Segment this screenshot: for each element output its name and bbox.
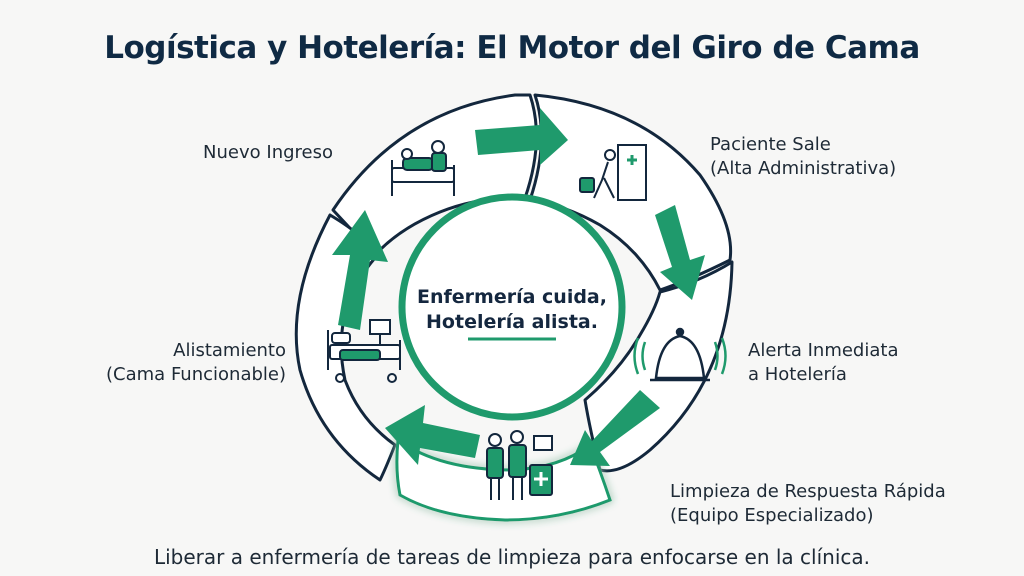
step-label-line: (Equipo Especializado) (670, 505, 874, 526)
step-label-line: a Hotelería (748, 364, 847, 385)
patient-bed-nurse-icon (391, 140, 455, 196)
alert-bell-icon (633, 327, 727, 382)
step-label-patient-leaves: Paciente Sale (Alta Administrativa) (710, 133, 970, 181)
flow-arrows (332, 108, 705, 466)
step-label-line: (Alta Administrativa) (710, 158, 897, 179)
center-message: Enfermería cuida, Hotelería alista. (380, 285, 644, 335)
step-label-line: Alistamiento (173, 340, 286, 361)
ring-segment-left (294, 213, 397, 482)
arrow-top (475, 108, 568, 165)
center-line-1: Enfermería cuida, (417, 286, 607, 308)
step-label-line: (Cama Funcionable) (106, 364, 286, 385)
inner-circle (398, 193, 626, 421)
arrow-bottom-right (570, 390, 660, 466)
step-label-line: Nuevo Ingreso (203, 142, 333, 163)
step-label-line: Limpieza de Respuesta Rápida (670, 481, 946, 502)
functional-bed-icon (327, 319, 401, 383)
footer-caption: Liberar a enfermería de tareas de limpie… (153, 545, 870, 569)
step-label-line: Paciente Sale (710, 134, 831, 155)
step-label-bed-ready: Alistamiento (Cama Funcionable) (80, 339, 286, 387)
step-label-alert: Alerta Inmediata a Hotelería (748, 339, 978, 387)
patient-exit-door-icon (579, 144, 647, 201)
page-title: Logística y Hotelería: El Motor del Giro… (104, 30, 920, 66)
arrow-left (332, 210, 388, 330)
cleaning-team-icon (486, 430, 553, 500)
step-label-cleaning: Limpieza de Respuesta Rápida (Equipo Esp… (670, 480, 1000, 528)
step-label-line: Alerta Inmediata (748, 340, 899, 361)
arrow-bottom-left (385, 405, 480, 465)
arrow-right (655, 205, 705, 300)
center-line-2: Hotelería alista. (426, 311, 598, 333)
step-label-new-admission: Nuevo Ingreso (150, 141, 333, 165)
